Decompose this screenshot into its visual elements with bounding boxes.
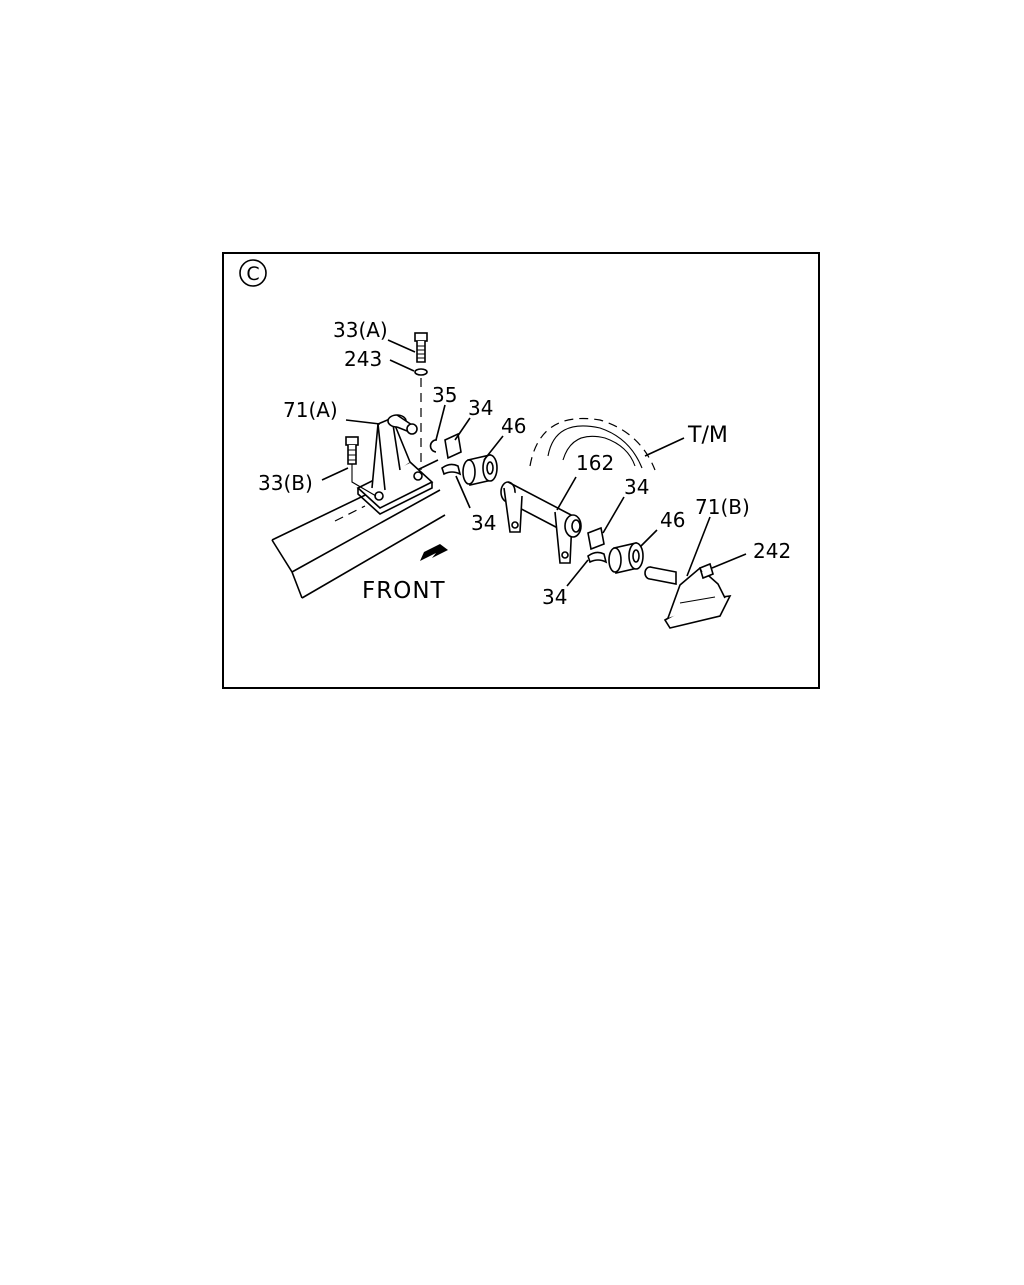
label-71b: 71(B) — [695, 495, 750, 519]
bushing-34-top-icon — [444, 432, 462, 460]
rubber-bushing-46-left-icon — [462, 454, 498, 486]
label-34-bottom: 34 — [542, 585, 567, 609]
rubber-bushing-46-right-icon — [608, 542, 644, 574]
label-33b: 33(B) — [258, 471, 313, 495]
view-marker-letter: C — [246, 263, 259, 285]
snap-ring-35-icon — [429, 439, 438, 453]
bushing-34-lower-icon — [441, 463, 462, 476]
transmission-outline — [529, 417, 656, 471]
label-46-left: 46 — [501, 414, 526, 438]
label-tm: T/M — [687, 423, 728, 448]
label-34-top: 34 — [468, 396, 493, 420]
bushing-34-right-icon — [587, 526, 605, 551]
bolt-33a-icon — [414, 332, 428, 363]
front-arrow-icon — [420, 541, 448, 561]
bracket-71b — [644, 566, 732, 629]
label-46-right: 46 — [660, 508, 685, 532]
label-35: 35 — [432, 383, 457, 407]
washer-243-icon — [414, 368, 428, 376]
bracket-71a — [356, 414, 434, 515]
label-71a: 71(A) — [283, 398, 338, 422]
label-162: 162 — [576, 451, 614, 475]
view-marker: C — [239, 259, 267, 287]
bushing-34-bottom-icon — [587, 551, 608, 564]
label-34-lower: 34 — [471, 511, 496, 535]
label-242: 242 — [753, 539, 791, 563]
label-front: FRONT — [362, 578, 446, 604]
label-33a: 33(A) — [333, 318, 388, 342]
diagram-frame — [222, 252, 820, 689]
label-243: 243 — [344, 347, 382, 371]
label-34-right: 34 — [624, 475, 649, 499]
leader-lines — [321, 339, 747, 587]
bolt-33b-icon — [345, 436, 377, 497]
shaft-162 — [500, 481, 582, 564]
nut-242-icon — [699, 562, 714, 580]
